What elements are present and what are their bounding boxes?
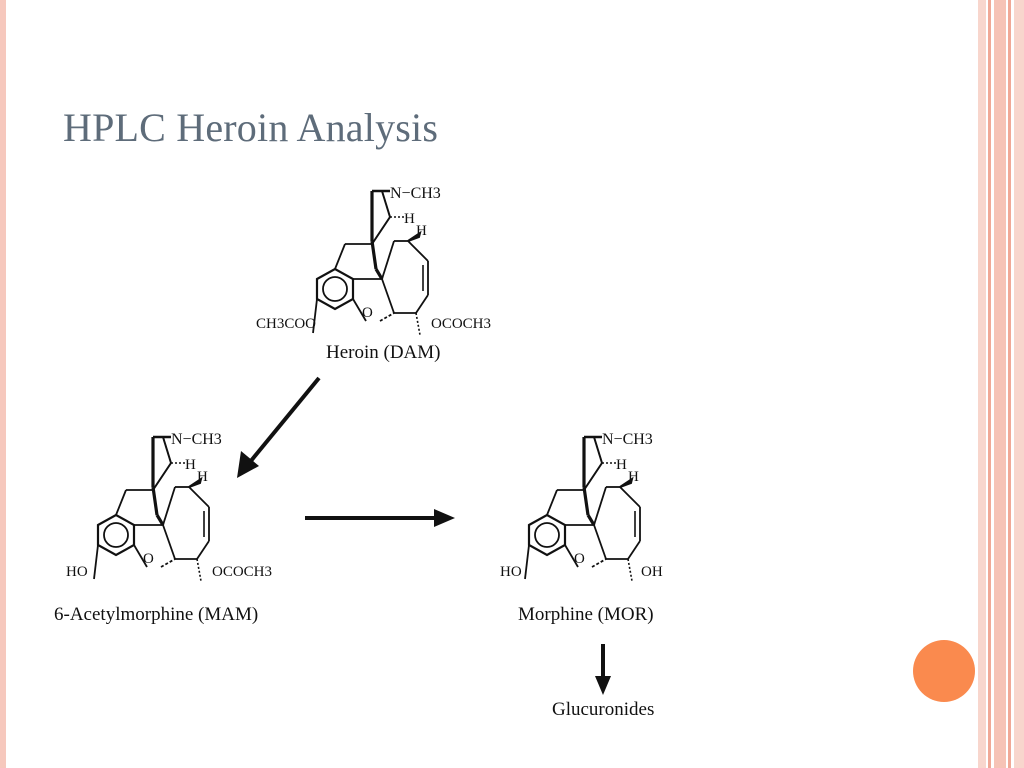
mam-ring-o-label: O xyxy=(143,551,154,567)
slide-title: HPLC Heroin Analysis xyxy=(63,105,439,150)
heroin-structure: N−CH3 H H O CH3COO OCOCH3 Heroin (DAM) xyxy=(256,185,491,363)
morphine-h2-label: H xyxy=(628,469,639,485)
accent-circle xyxy=(913,640,975,702)
arrow-morphine-to-glucuronides xyxy=(595,644,611,695)
mam-h2-label: H xyxy=(197,469,208,485)
heroin-left-group: CH3COO xyxy=(256,316,316,332)
morphine-structure: N−CH3 H H O HO OH Morphine (MOR) xyxy=(500,431,663,625)
arrow-mam-to-morphine xyxy=(305,509,455,527)
heroin-h1-label: H xyxy=(404,211,415,227)
arrow-heroin-to-mam xyxy=(237,376,321,478)
heroin-name-label: Heroin (DAM) xyxy=(326,342,441,363)
morphine-right-group: OH xyxy=(641,564,663,580)
heroin-ring-o-label: O xyxy=(362,305,373,321)
glucuronides-label: Glucuronides xyxy=(552,699,654,720)
right-frame-stripes xyxy=(978,0,1024,768)
mam-left-group: HO xyxy=(66,564,88,580)
morphine-ring-o-label: O xyxy=(574,551,585,567)
mam-right-group: OCOCH3 xyxy=(212,564,272,580)
mam-structure: N−CH3 H H O HO OCOCH3 6-Acetylmorphine (… xyxy=(54,431,272,625)
heroin-h2-label: H xyxy=(416,223,427,239)
mam-h1-label: H xyxy=(185,457,196,473)
heroin-right-group: OCOCH3 xyxy=(431,316,491,332)
mam-name-label: 6-Acetylmorphine (MAM) xyxy=(54,604,258,625)
left-frame-stripe xyxy=(0,0,6,768)
mam-amine-label: N−CH3 xyxy=(171,431,222,448)
morphine-amine-label: N−CH3 xyxy=(602,431,653,448)
morphine-h1-label: H xyxy=(616,457,627,473)
heroin-amine-label: N−CH3 xyxy=(390,185,441,202)
morphine-name-label: Morphine (MOR) xyxy=(518,604,654,625)
morphine-left-group: HO xyxy=(500,564,522,580)
